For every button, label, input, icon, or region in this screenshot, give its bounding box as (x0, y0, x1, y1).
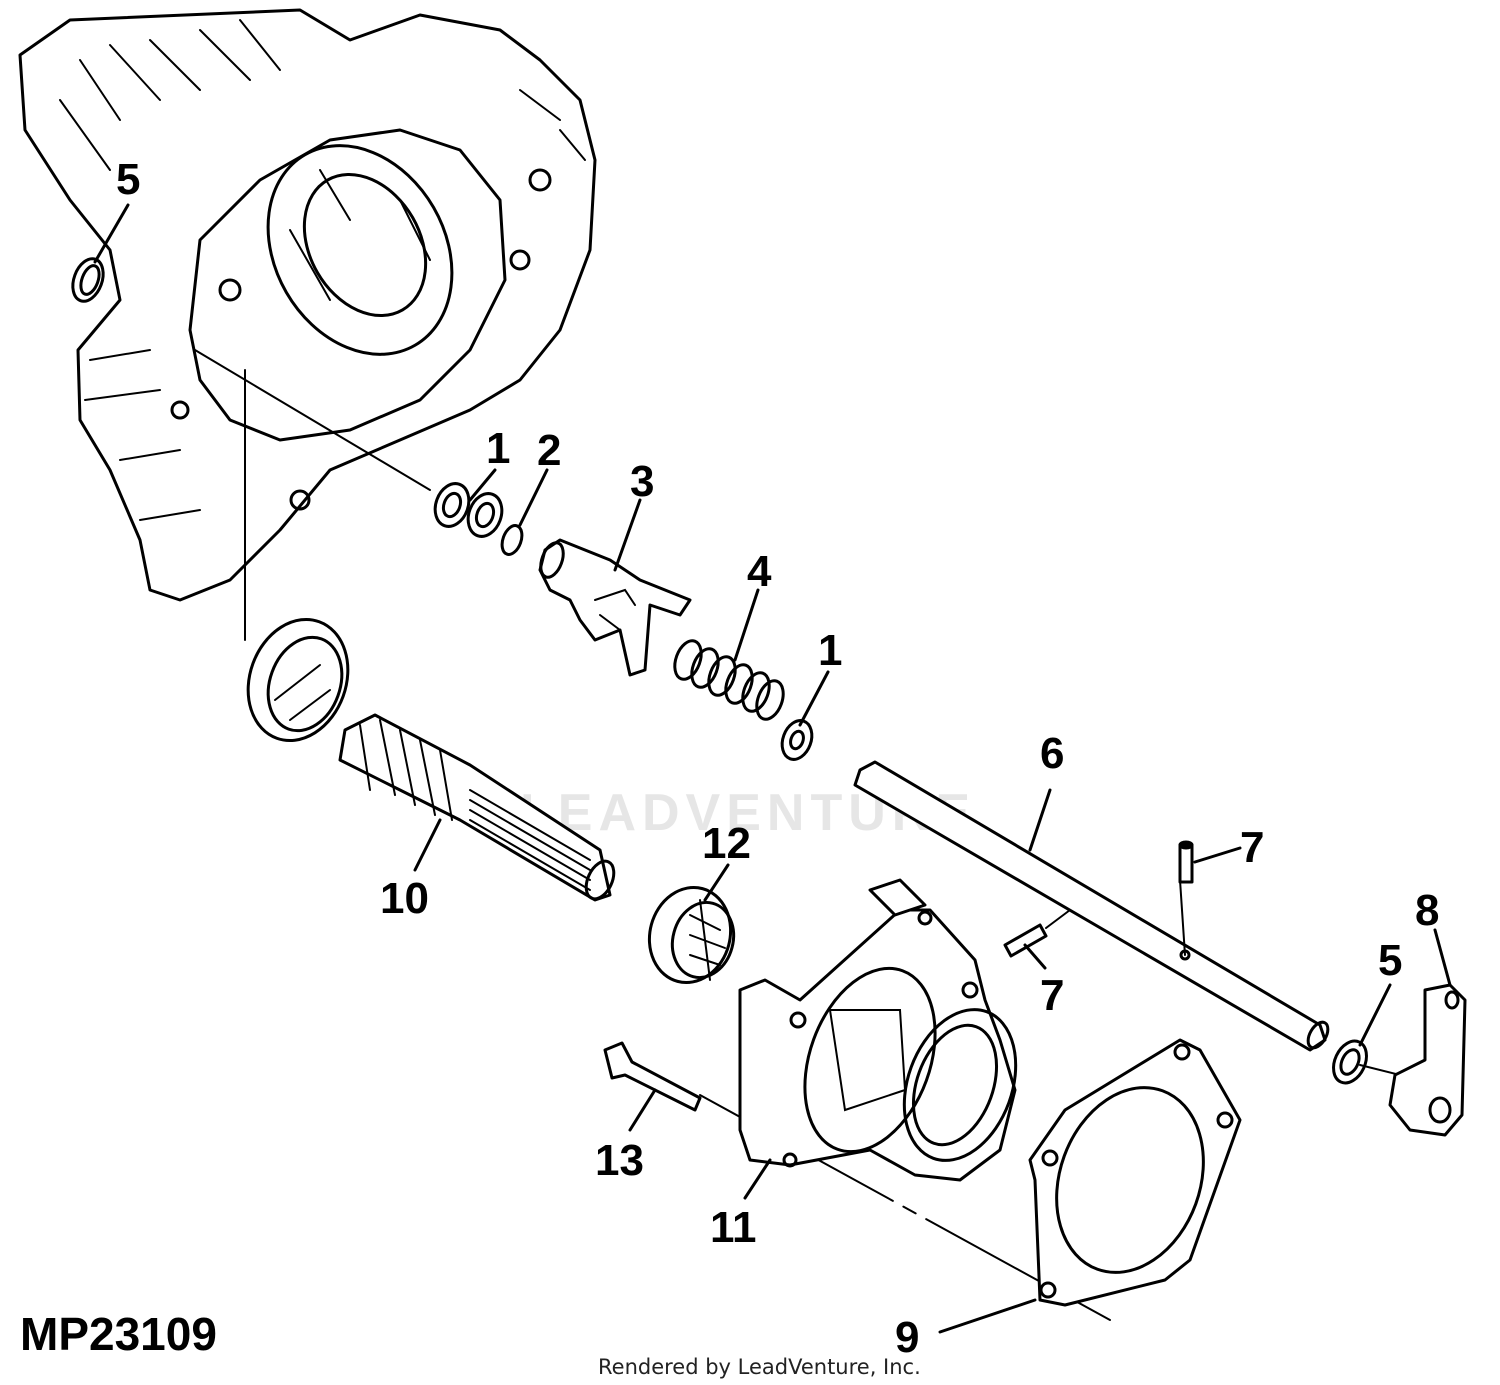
pto-housing-11 (738, 878, 1018, 1182)
washer-1-upper (433, 482, 504, 538)
callout-3: 3 (630, 457, 654, 506)
gear-12 (647, 885, 736, 985)
callout-1-upper: 1 (486, 424, 510, 473)
roll-pin-7-upper (1178, 840, 1194, 884)
callout-4: 4 (747, 547, 772, 596)
gasket-9 (1028, 1038, 1242, 1307)
callout-11: 11 (710, 1203, 757, 1252)
axis-line-upper (194, 349, 431, 491)
figure-id: MP23109 (20, 1308, 217, 1360)
snap-ring-2 (500, 524, 524, 556)
callout-7-upper: 7 (1240, 823, 1264, 872)
splined-shaft-10 (338, 713, 616, 902)
callout-5-upper: 5 (116, 155, 140, 204)
shift-fork-3 (538, 538, 692, 677)
seal-5-upper (71, 257, 105, 303)
callout-9: 9 (895, 1313, 919, 1362)
leader-lines (93, 203, 1452, 1334)
callout-12: 12 (702, 819, 751, 868)
spring-4 (673, 639, 785, 721)
credit-text: Rendered by LeadVenture, Inc. (598, 1355, 921, 1379)
bolt-13 (603, 1041, 702, 1112)
washer-1-lower (780, 719, 814, 761)
seal-5-lower (1332, 1039, 1368, 1085)
bearing-seal (246, 617, 350, 743)
callout-5-lower: 5 (1378, 936, 1402, 985)
shift-shaft-6 (853, 760, 1330, 1052)
callout-10: 10 (380, 874, 429, 923)
callout-13: 13 (595, 1136, 644, 1185)
callout-7-lower: 7 (1040, 971, 1064, 1020)
callout-8: 8 (1415, 886, 1439, 935)
callout-6: 6 (1040, 729, 1064, 778)
transmission-housing (18, 8, 597, 602)
shift-lever-8 (1388, 983, 1467, 1137)
roll-pin-7-lower (1003, 909, 1071, 958)
callout-1-lower: 1 (818, 626, 842, 675)
callout-2: 2 (537, 426, 561, 475)
